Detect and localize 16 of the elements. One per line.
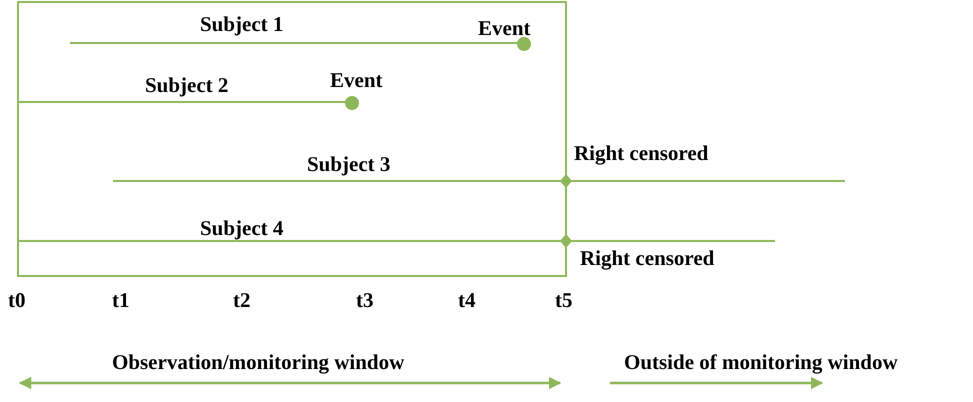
censored-label: Right censored [580,248,714,269]
time-tick-label: t5 [555,290,572,311]
subject-label: Subject 1 [200,14,284,35]
subject-label: Subject 2 [145,75,228,96]
time-tick-label: t1 [112,290,130,311]
time-tick-label: t4 [458,290,476,311]
time-tick-label: t2 [233,290,250,311]
time-tick-label: t0 [8,290,26,311]
window-caption: Outside of monitoring window [624,352,898,373]
subject-label: Subject 4 [200,218,284,239]
window-caption: Observation/monitoring window [112,352,404,373]
censored-label: Right censored [574,143,708,164]
subject-label: Subject 3 [307,154,390,175]
time-tick-label: t3 [356,290,374,311]
event-label: Event [330,70,382,91]
event-label: Event [478,18,530,39]
